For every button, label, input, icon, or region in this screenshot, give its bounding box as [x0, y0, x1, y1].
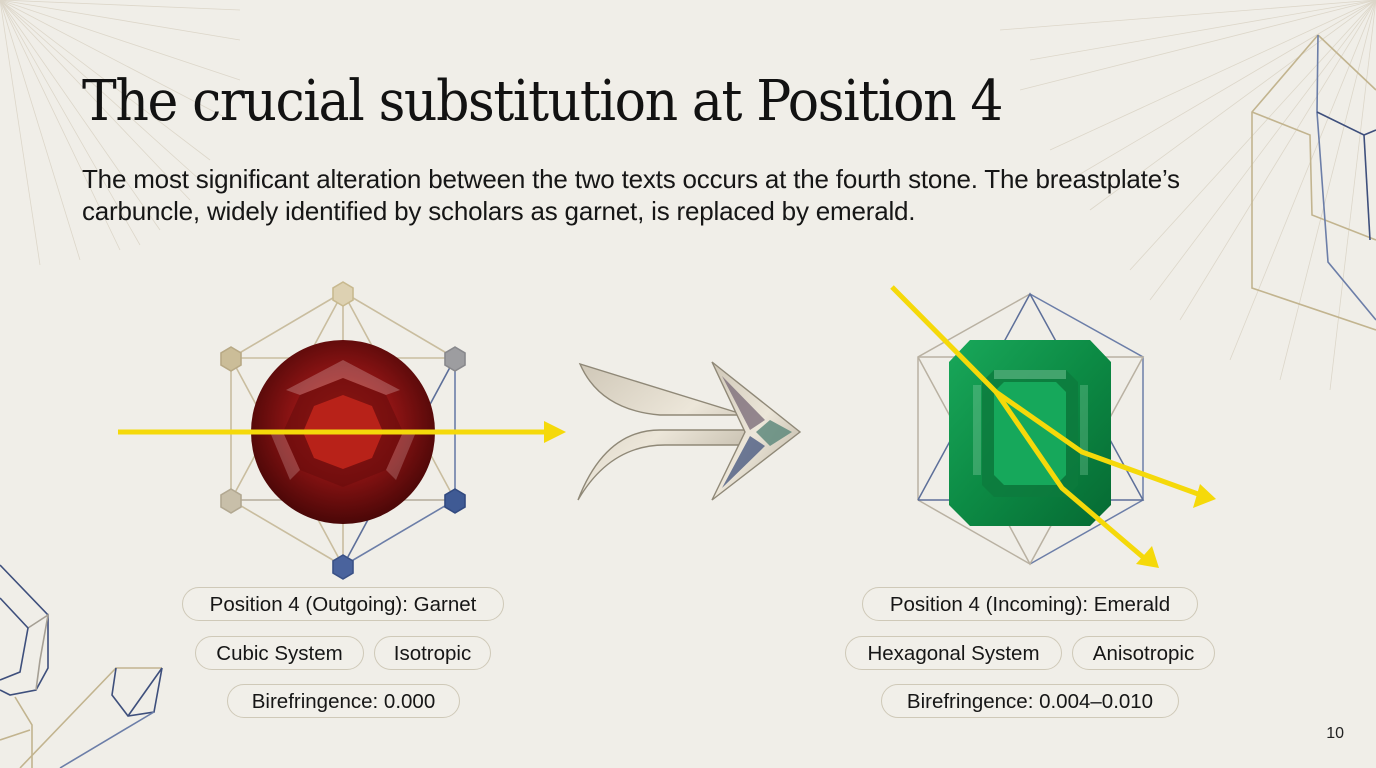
garnet-birefringence-pill: Birefringence: 0.000: [227, 684, 460, 718]
crystal-outline-bottom-left: [0, 564, 163, 768]
emerald-optics-pill: Anisotropic: [1072, 636, 1215, 670]
garnet-crystal-figure: [118, 281, 566, 580]
garnet-optics-pill: Isotropic: [374, 636, 491, 670]
substitution-arrow-icon: [577, 361, 802, 501]
slide-title: The crucial substitution at Position 4: [82, 69, 1004, 134]
light-ray-straight-icon: [118, 421, 566, 443]
emerald-system-pill: Hexagonal System: [845, 636, 1062, 670]
emerald-birefringence-pill: Birefringence: 0.004–0.010: [881, 684, 1179, 718]
page-number: 10: [1326, 725, 1344, 742]
garnet-position-pill: Position 4 (Outgoing): Garnet: [182, 587, 504, 621]
light-ray-double-refraction-icon: [890, 285, 1199, 560]
garnet-system-pill: Cubic System: [195, 636, 364, 670]
emerald-position-pill: Position 4 (Incoming): Emerald: [862, 587, 1198, 621]
slide-subtitle: The most significant alteration between …: [82, 164, 1180, 226]
emerald-crystal-figure: [890, 285, 1216, 568]
